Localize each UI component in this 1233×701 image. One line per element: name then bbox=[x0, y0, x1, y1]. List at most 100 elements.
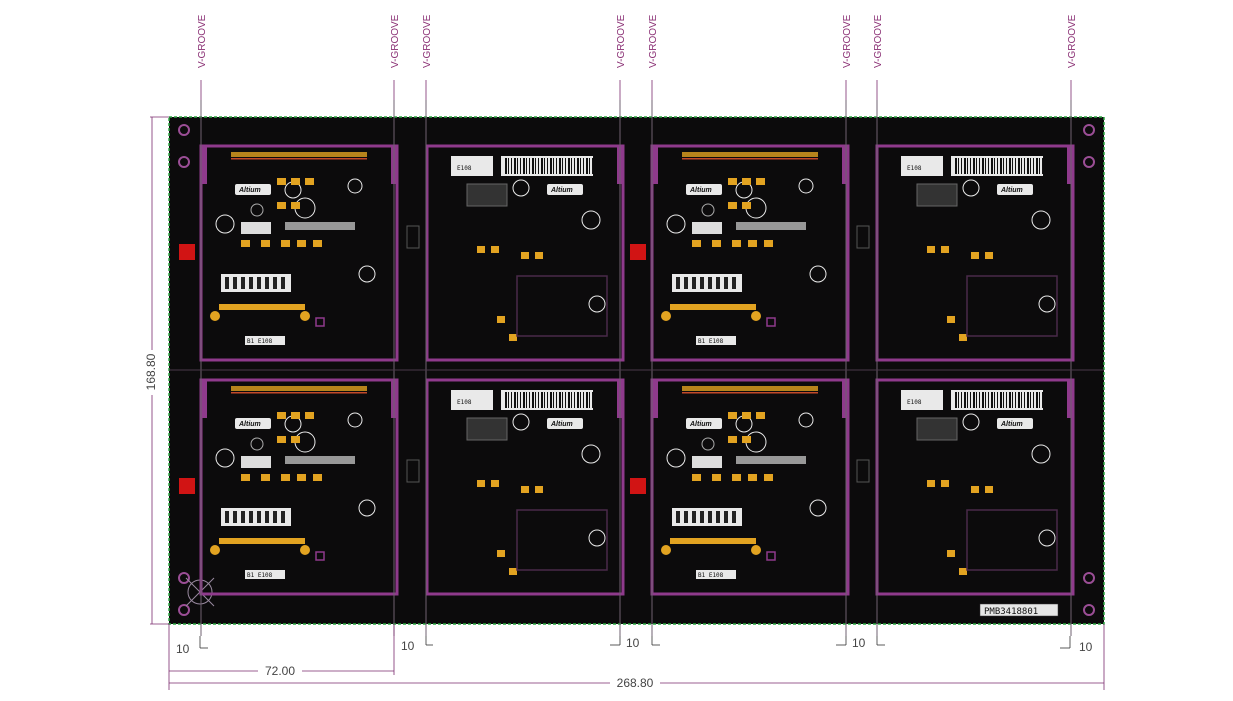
sd-contact bbox=[241, 277, 245, 289]
smd-pad bbox=[927, 246, 935, 253]
smd-pad bbox=[712, 474, 721, 481]
pitch-dimension-value: 72.00 bbox=[265, 664, 295, 678]
barcode-bar bbox=[1006, 392, 1007, 408]
tooling-holes bbox=[178, 124, 1095, 616]
margin-dimensions bbox=[168, 624, 1105, 690]
board-header-pins bbox=[682, 386, 818, 391]
mounting-hole bbox=[512, 179, 530, 197]
barcode-bar bbox=[997, 392, 998, 408]
board-header-pins bbox=[231, 386, 367, 391]
board-sticker-text: Altium bbox=[1000, 187, 1023, 194]
sd-slot bbox=[221, 274, 291, 292]
smd-pad bbox=[728, 202, 737, 209]
barcode-bar bbox=[532, 392, 534, 408]
barcode-bar bbox=[1012, 392, 1013, 408]
barcode-bar bbox=[988, 392, 989, 408]
barcode-bar bbox=[1009, 158, 1011, 174]
barcode-bar bbox=[979, 392, 980, 408]
sd-contact bbox=[732, 511, 736, 523]
margin-4-label: 10 bbox=[852, 636, 866, 650]
v-groove-label: V-GROOVE bbox=[390, 14, 401, 68]
smd-pad bbox=[971, 486, 979, 493]
panel-id-box bbox=[979, 603, 1059, 617]
barcode-label-box bbox=[901, 156, 943, 176]
pad bbox=[210, 311, 220, 321]
barcode-bar bbox=[580, 392, 581, 408]
board-tab bbox=[652, 146, 658, 184]
mounting-hole bbox=[701, 437, 715, 451]
board-tab bbox=[842, 146, 848, 184]
board-id-box bbox=[696, 336, 736, 345]
smd-pad bbox=[277, 436, 286, 443]
barcode-label-box bbox=[451, 390, 493, 410]
board-id-text: B1 E108 bbox=[247, 572, 273, 579]
barcode-bar bbox=[568, 158, 570, 174]
mounting-hole bbox=[215, 448, 235, 468]
barcode-bar bbox=[538, 158, 539, 174]
keepout-area bbox=[966, 275, 1058, 337]
fiducial-marker bbox=[630, 244, 646, 260]
board-tab bbox=[1067, 380, 1073, 418]
smd-pad bbox=[291, 178, 300, 185]
smd-pad bbox=[692, 474, 701, 481]
smd-pad bbox=[277, 202, 286, 209]
mounting-hole bbox=[1038, 529, 1056, 547]
edge-connector bbox=[406, 225, 420, 249]
sd-contact bbox=[265, 511, 269, 523]
barcode-bar bbox=[1039, 392, 1040, 408]
board-id-box bbox=[696, 570, 736, 579]
sd-contact bbox=[281, 511, 285, 523]
pad bbox=[210, 545, 220, 555]
smd-pad bbox=[241, 240, 250, 247]
margin-right-label: 10 bbox=[1079, 640, 1093, 654]
board-sticker bbox=[547, 418, 583, 429]
barcode-bar bbox=[523, 392, 525, 408]
barcode-bar bbox=[1006, 158, 1007, 174]
barcode-bar bbox=[1018, 392, 1020, 408]
barcode-bar bbox=[592, 392, 593, 408]
barcode-bar bbox=[541, 392, 543, 408]
barcode-bar bbox=[544, 392, 545, 408]
board-tab bbox=[201, 146, 207, 184]
smd-pad bbox=[241, 474, 250, 481]
barcode-bar bbox=[1009, 392, 1011, 408]
board-sticker-text: Altium bbox=[550, 187, 573, 194]
smd-pad bbox=[521, 252, 529, 259]
board-id-box bbox=[245, 336, 285, 345]
barcode-bar bbox=[556, 392, 557, 408]
barcode-bar bbox=[988, 158, 989, 174]
barcode-bar bbox=[589, 158, 590, 174]
board-header-stripe bbox=[231, 158, 367, 160]
barcode-bar bbox=[979, 158, 980, 174]
smd-pad bbox=[497, 316, 505, 323]
board-header-stripe bbox=[682, 158, 818, 160]
barcode-bar bbox=[514, 158, 516, 174]
sd-contact bbox=[724, 277, 728, 289]
smd-pad bbox=[742, 436, 751, 443]
mounting-hole bbox=[666, 448, 686, 468]
mounting-hole bbox=[358, 265, 376, 283]
board-sticker-text: Altium bbox=[689, 187, 712, 194]
barcode-bar bbox=[577, 158, 579, 174]
barcode-bar bbox=[565, 392, 566, 408]
sd-contact bbox=[676, 511, 680, 523]
smd-pad bbox=[281, 240, 290, 247]
barcode-bar bbox=[1024, 392, 1025, 408]
pad-row bbox=[219, 538, 305, 544]
pad-row bbox=[670, 538, 756, 544]
barcode-bar bbox=[958, 158, 959, 174]
barcode-bar bbox=[547, 158, 548, 174]
barcode-bar bbox=[535, 158, 536, 174]
smd-pad bbox=[313, 474, 322, 481]
barcode-bar bbox=[565, 158, 566, 174]
smd-pad bbox=[941, 480, 949, 487]
board-sticker bbox=[997, 184, 1033, 195]
board-id-text: B1 E108 bbox=[247, 338, 273, 345]
sd-contact bbox=[273, 511, 277, 523]
smd-pad bbox=[756, 178, 765, 185]
board-outline bbox=[425, 378, 625, 596]
barcode-bar bbox=[967, 158, 968, 174]
smd-pad bbox=[491, 480, 499, 487]
